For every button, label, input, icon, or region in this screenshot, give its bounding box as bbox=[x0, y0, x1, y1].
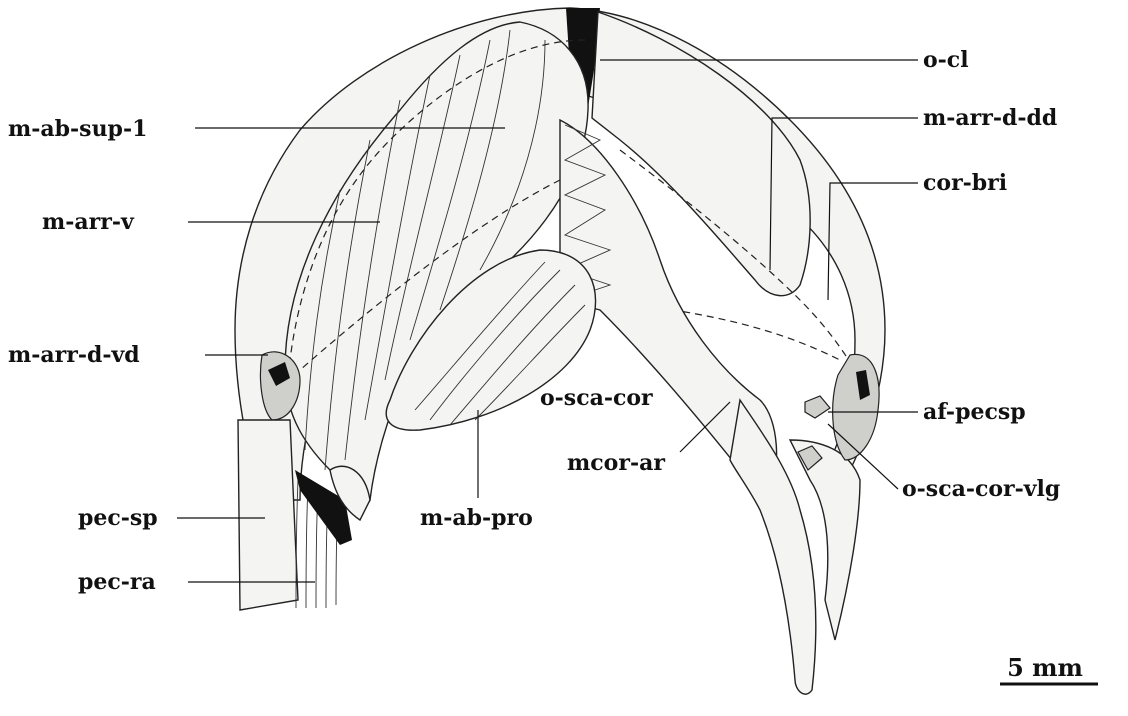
notch-upper bbox=[805, 396, 830, 418]
label-pec-ra: pec-ra bbox=[78, 569, 156, 595]
label-m-ab-sup-1: m-ab-sup-1 bbox=[8, 116, 147, 142]
label-m-arr-v: m-arr-v bbox=[42, 209, 135, 235]
label-m-arr-d-dd: m-arr-d-dd bbox=[923, 105, 1057, 131]
scale-bar-label: 5 mm bbox=[1007, 653, 1083, 682]
label-pec-sp: pec-sp bbox=[78, 505, 158, 531]
label-m-arr-d-vd: m-arr-d-vd bbox=[8, 342, 140, 368]
label-o-sca-cor: o-sca-cor bbox=[540, 385, 653, 411]
label-m-ab-pro: m-ab-pro bbox=[420, 505, 533, 531]
label-mcor-ar: mcor-ar bbox=[567, 450, 665, 476]
label-o-cl: o-cl bbox=[923, 47, 969, 73]
label-o-sca-cor-vlg: o-sca-cor-vlg bbox=[902, 476, 1060, 502]
label-af-pecsp: af-pecsp bbox=[923, 399, 1026, 425]
label-cor-bri: cor-bri bbox=[923, 170, 1007, 196]
pectoral-spine-facet bbox=[833, 354, 879, 460]
